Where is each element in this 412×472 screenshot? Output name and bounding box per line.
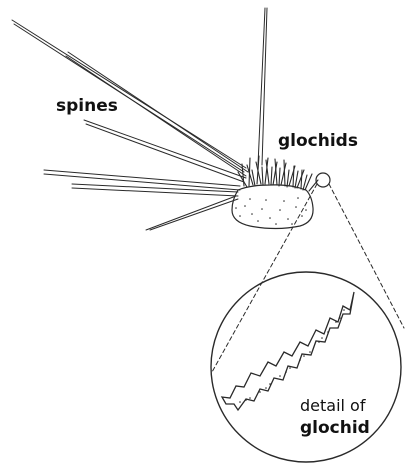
spines-label: spines: [56, 96, 118, 116]
spine: [72, 184, 238, 196]
spines-group: [12, 8, 267, 230]
areole-base: [232, 185, 313, 229]
glochids-label: glochids: [278, 131, 358, 151]
detail-label-line1: detail of: [300, 396, 366, 415]
spine: [146, 196, 238, 230]
detail-label-line2: glochid: [300, 418, 370, 438]
glochid-tuft: [238, 156, 318, 191]
spine: [84, 120, 246, 182]
glochid-detail-drawing: [222, 292, 354, 410]
spine: [12, 20, 246, 172]
detail-connector-lines: [212, 184, 404, 372]
spine: [258, 8, 267, 165]
